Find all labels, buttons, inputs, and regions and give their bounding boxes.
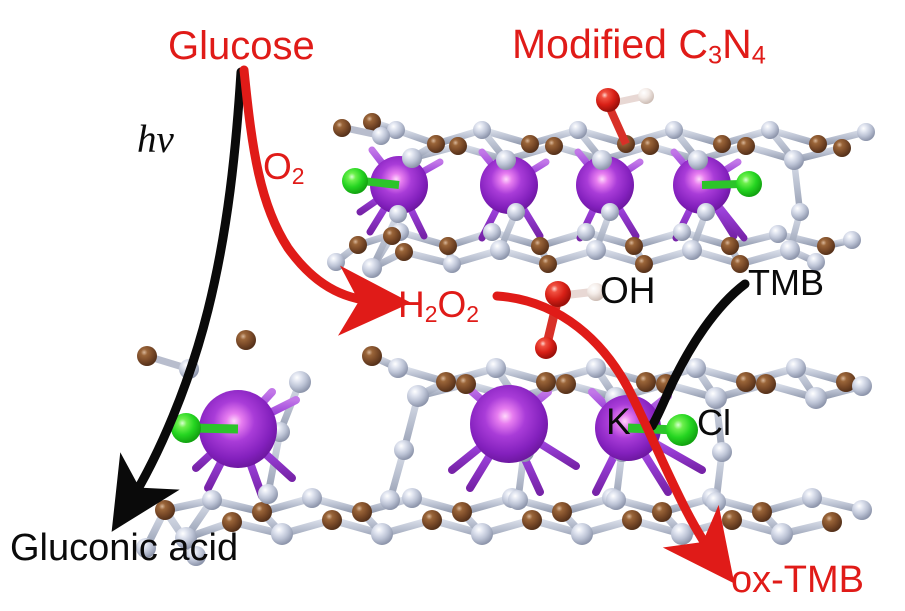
black-tmb-arrow	[647, 279, 750, 431]
label-h2o2-sub2: 2	[466, 301, 480, 328]
label-hv: hv	[137, 118, 174, 161]
label-cl-atom: Cl	[697, 402, 731, 443]
upper-sheet-potassium-atoms	[370, 156, 731, 214]
modified-c3n4-lower-sheet	[136, 281, 872, 566]
label-tmb: TMB	[748, 262, 824, 303]
oxygen-atom	[545, 281, 571, 307]
red-oxtmb-arrow	[492, 291, 735, 584]
upper-sheet-upper-plane-atoms	[363, 113, 875, 223]
label-gluconic-acid: Gluconic acid	[10, 527, 239, 569]
modified-c3n4-upper-sheet	[327, 88, 875, 278]
label-k-atom: K	[606, 401, 631, 442]
red-reaction-arrow	[239, 65, 411, 336]
hydrogen-atom	[587, 283, 605, 301]
chlorine-atom-labeled	[666, 414, 698, 446]
oxygen-atom	[596, 88, 620, 112]
label-h2o2-text: H	[398, 284, 425, 325]
upper-stray-cn-fragment	[333, 119, 390, 145]
label-o2-sub: 2	[291, 163, 305, 190]
label-h2o2: H2O2	[398, 286, 479, 326]
label-o2-text: O	[263, 146, 292, 187]
upper-sheet-chlorine-atoms	[342, 168, 762, 197]
label-h2o2-text2: O	[437, 284, 467, 325]
lower-sheet-chlorine-atoms	[171, 413, 698, 446]
label-modified-c3n4: Modified C3N4	[512, 24, 766, 69]
label-h2o2-sub1: 2	[424, 301, 438, 328]
label-glucose: Glucose	[168, 24, 315, 68]
label-oh: OH	[600, 270, 656, 311]
label-modified-sub2: 4	[751, 41, 766, 70]
black-reaction-arrow	[111, 67, 246, 532]
upper-sheet-hydroxyl-group	[596, 88, 654, 146]
reaction-arrows-layer	[111, 65, 750, 584]
lower-sheet-hydroxyl-group	[535, 281, 605, 359]
label-modified-text: Modified C	[512, 21, 708, 67]
label-modified-sub1: 3	[707, 41, 723, 70]
label-ox-tmb: ox-TMB	[731, 559, 864, 601]
label-o2: O2	[263, 148, 305, 188]
hydrogen-atom	[638, 88, 654, 104]
label-modified-text2: N	[722, 21, 752, 67]
